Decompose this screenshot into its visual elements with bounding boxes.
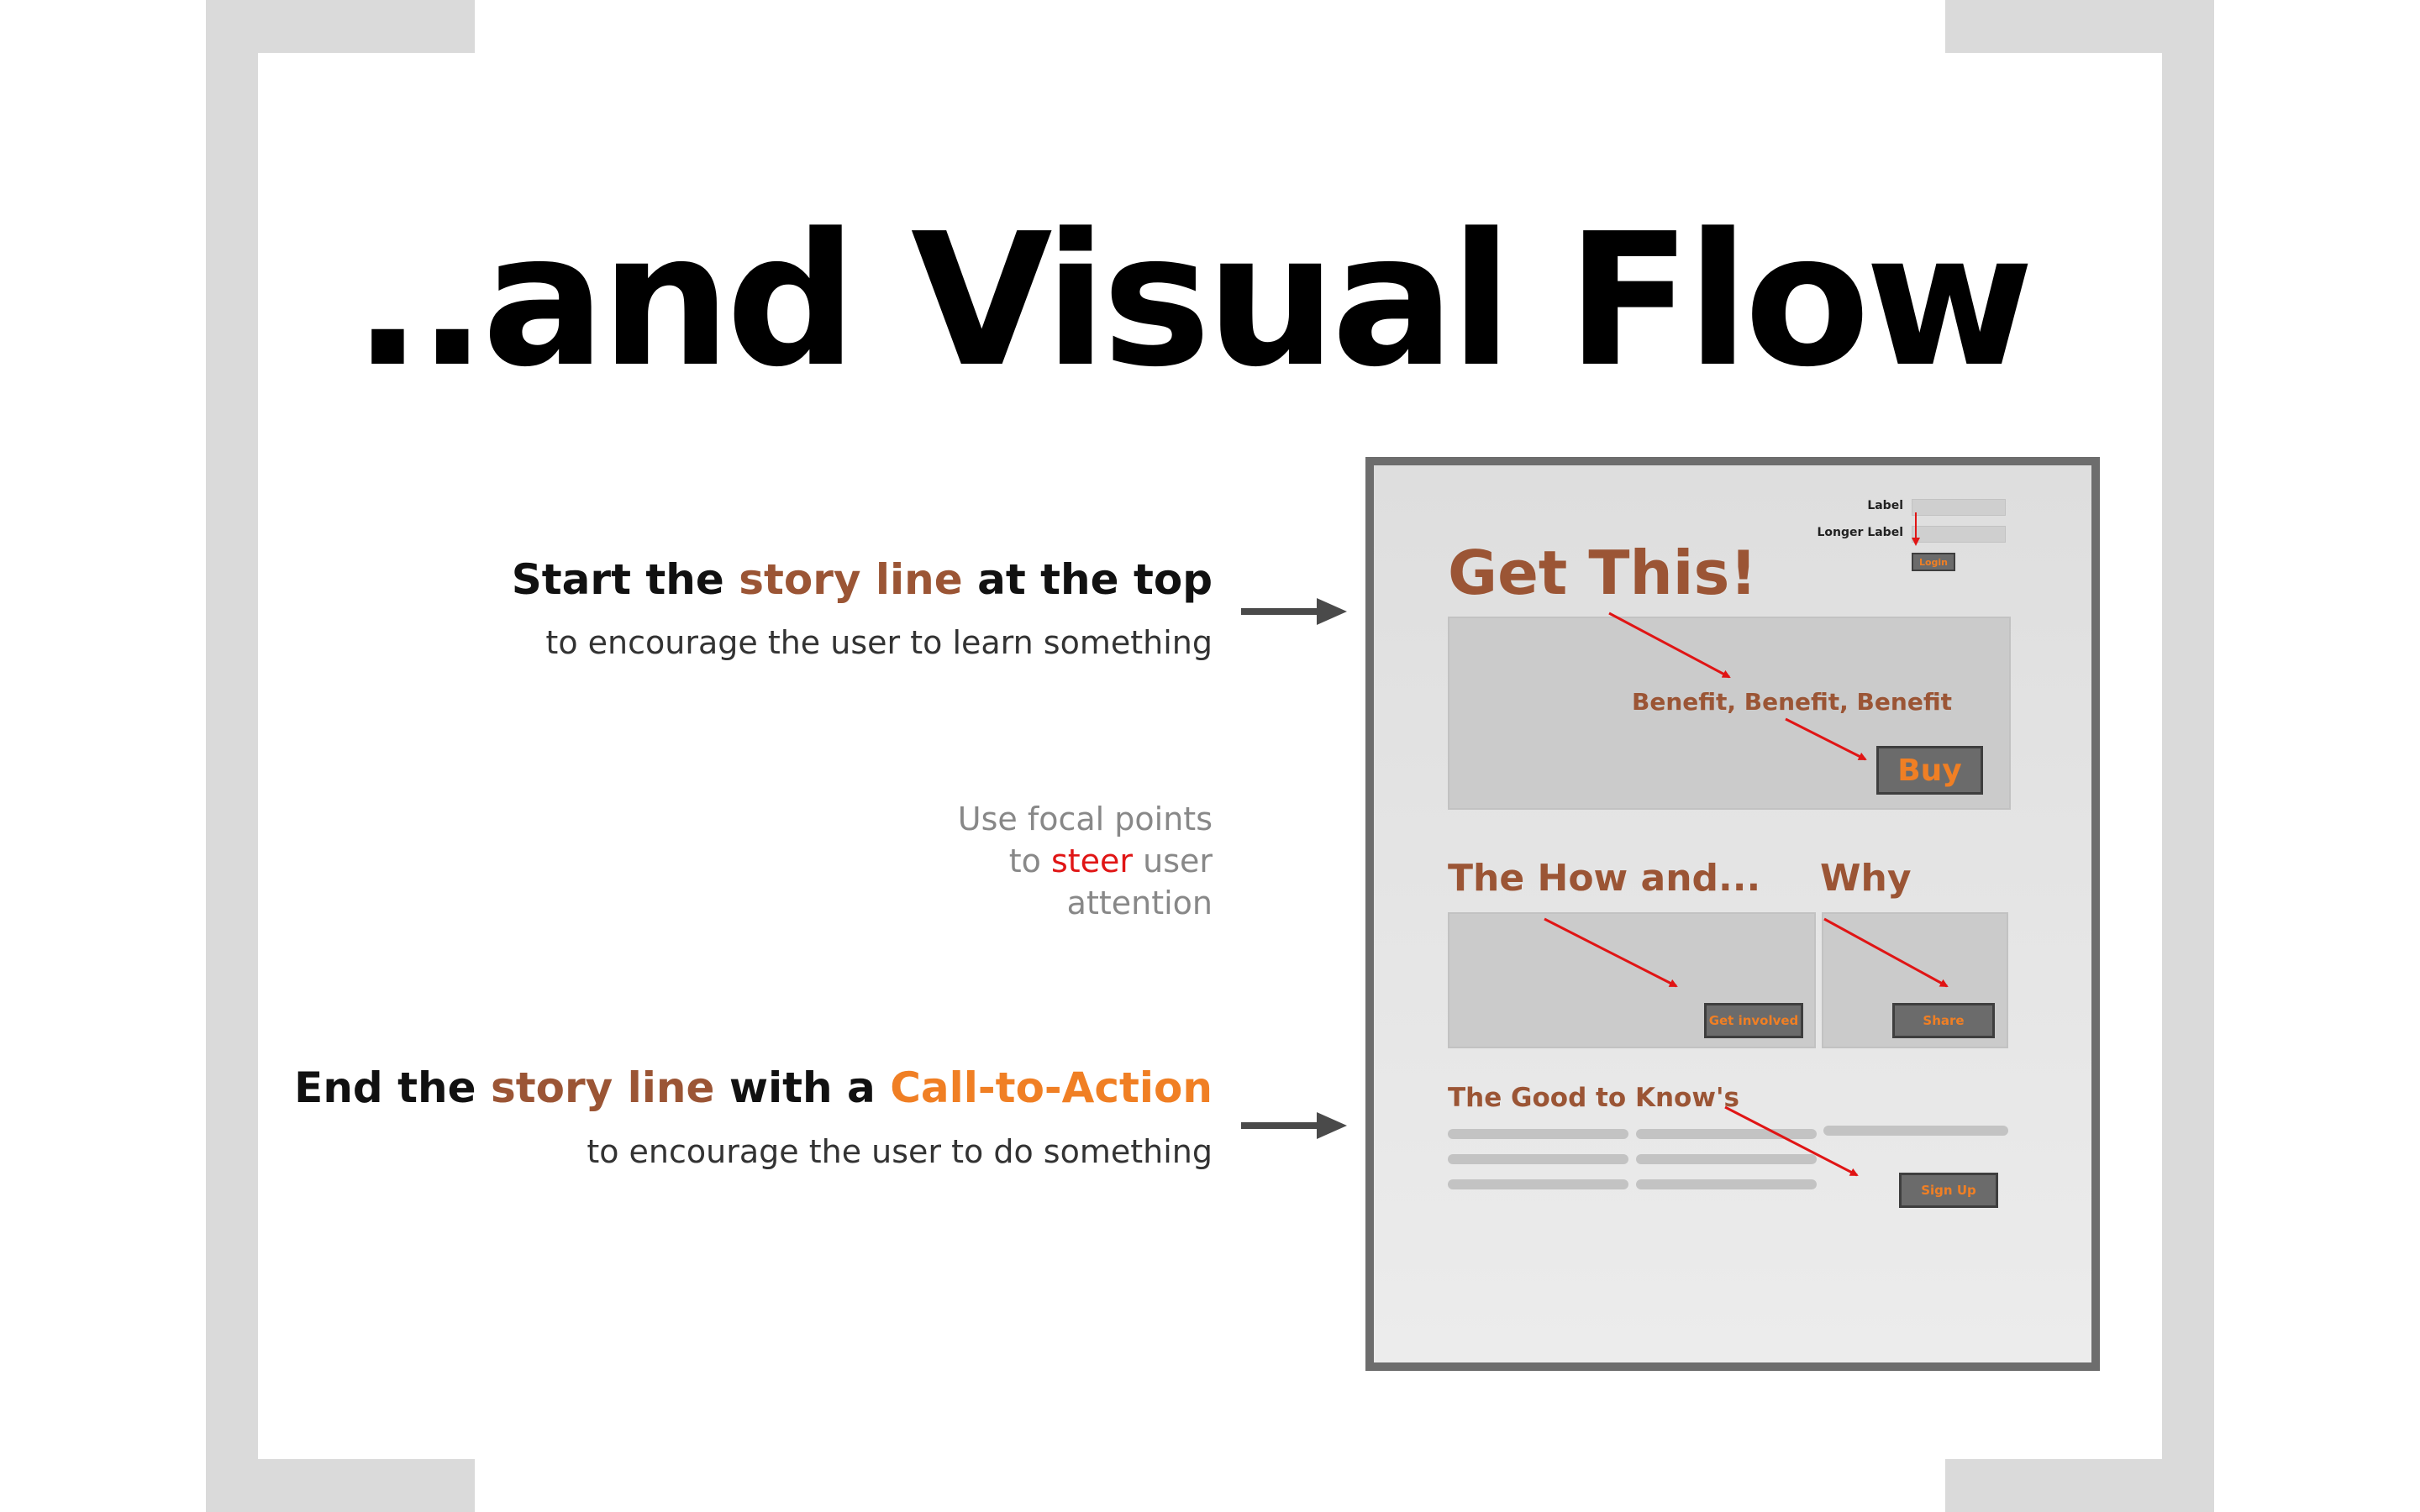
end-heading-highlight: story line (490, 1063, 715, 1112)
text-line-4 (1448, 1154, 1628, 1164)
focal-line-2-suffix: user (1133, 843, 1213, 879)
bracket-right-vertical (2162, 0, 2214, 1512)
bracket-top-left-vertical (206, 0, 258, 1512)
wireframe-mockup: Label Longer Label Login Get This! Benef… (1365, 457, 2100, 1371)
login-longer-label: Longer Label (1817, 526, 1903, 539)
focal-line-2-prefix: to (1008, 843, 1051, 879)
end-heading-prefix: End the (294, 1063, 491, 1112)
flow-arrow-headline-to-benefits (1608, 612, 1731, 679)
login-field-1[interactable] (1912, 499, 2006, 516)
text-line-1 (1448, 1129, 1628, 1139)
wireframe-headline: Get This! (1448, 538, 1758, 608)
focal-line-3: attention (1066, 885, 1213, 921)
slide-title: ..and Visual Flow (353, 195, 2034, 407)
pointer-arrow-bottom (1241, 1112, 1347, 1139)
why-heading: Why (1820, 857, 1912, 900)
wireframe-page: Label Longer Label Login Get This! Benef… (1374, 465, 2091, 1362)
flow-arrows (1544, 512, 1949, 1177)
flow-arrow-benefits-to-buy (1785, 717, 1867, 761)
bracket-top-right-horizontal (1945, 0, 2214, 53)
bracket-top-left-horizontal (206, 0, 475, 53)
sign-up-button[interactable]: Sign Up (1899, 1173, 1998, 1208)
how-heading: The How and... (1448, 857, 1761, 900)
start-story-heading: Start the story line at the top (512, 559, 1213, 601)
start-story-subtext: to encourage the user to learn something (545, 624, 1213, 661)
bracket-bottom-left-horizontal (206, 1459, 475, 1512)
focal-line-2: to steer user (958, 840, 1213, 882)
text-line-6 (1448, 1179, 1628, 1189)
start-heading-suffix: at the top (962, 555, 1213, 604)
text-line-7 (1636, 1179, 1817, 1189)
buy-button[interactable]: Buy (1876, 746, 1983, 795)
login-field-2[interactable] (1912, 526, 2006, 543)
focal-steer-word: steer (1050, 843, 1134, 879)
login-label: Label (1867, 499, 1903, 512)
flow-arrow-how-to-button (1544, 917, 1678, 988)
start-heading-highlight: story line (739, 555, 963, 604)
pointer-arrow-top (1241, 598, 1347, 625)
flow-arrow-why-to-share (1823, 917, 1949, 988)
bracket-bottom-right-horizontal (1945, 1459, 2214, 1512)
end-heading-middle: with a (714, 1063, 891, 1112)
end-story-heading: End the story line with a Call-to-Action (294, 1067, 1213, 1109)
good-to-know-heading: The Good to Know's (1448, 1083, 1739, 1113)
login-button[interactable]: Login (1912, 553, 1955, 571)
text-line-5 (1636, 1154, 1817, 1164)
end-heading-cta: Call-to-Action (890, 1063, 1213, 1112)
flow-arrow-good-to-signup (1724, 1105, 1859, 1177)
end-story-subtext: to encourage the user to do something (587, 1133, 1213, 1170)
benefits-text: Benefit, Benefit, Benefit (1632, 688, 1952, 716)
get-involved-button[interactable]: Get involved (1704, 1003, 1803, 1038)
text-line-3 (1823, 1126, 2008, 1136)
focal-line-1: Use focal points (957, 801, 1213, 837)
focal-points-note: Use focal points to steer user attention (958, 798, 1213, 924)
start-heading-prefix: Start the (511, 555, 739, 604)
share-button[interactable]: Share (1892, 1003, 1995, 1038)
